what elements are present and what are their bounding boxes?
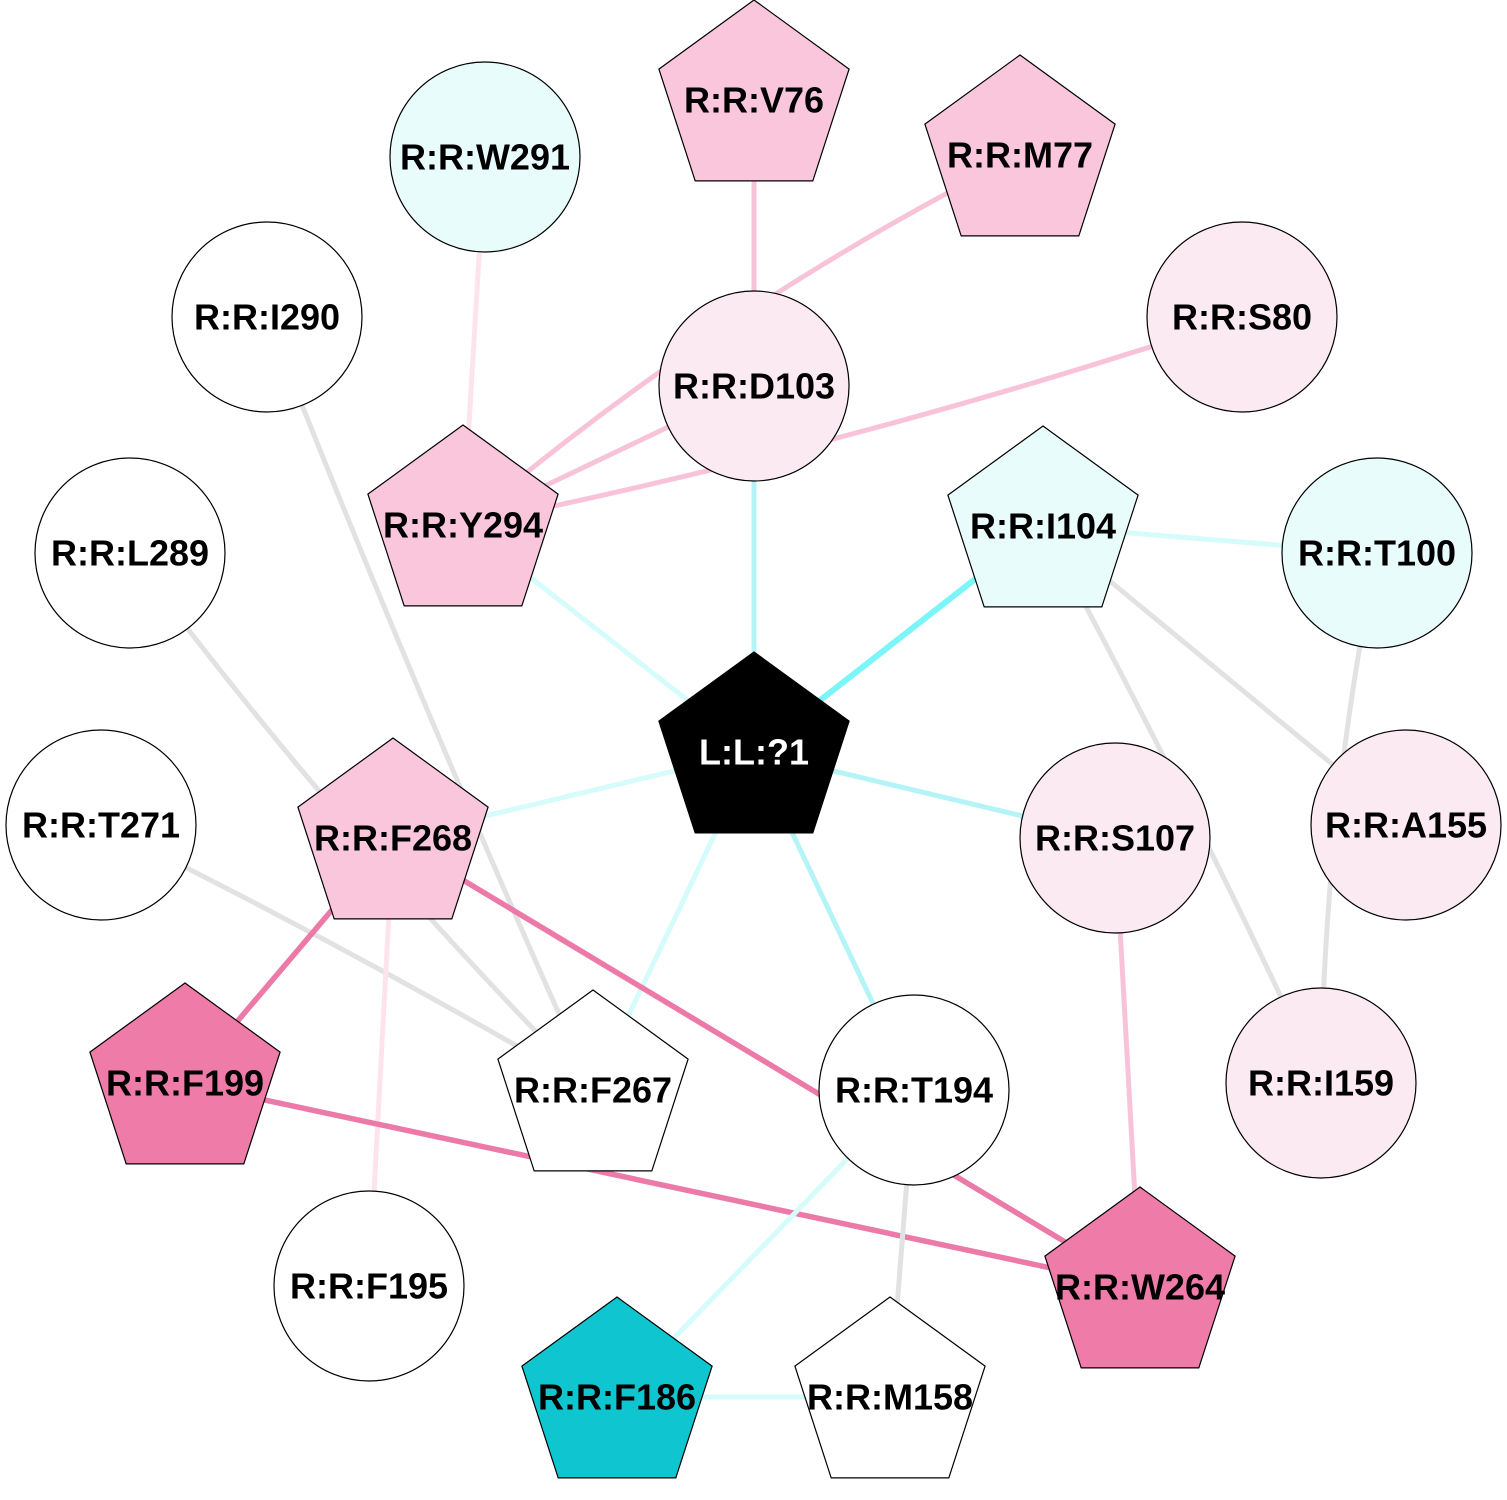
node-circle	[34, 457, 226, 649]
node-label: R:R:M158	[807, 1377, 973, 1418]
node-circle	[1019, 742, 1211, 934]
node-circle	[5, 729, 197, 921]
edge-r-r-f268-to-r-r-w264	[390, 835, 1143, 1290]
node-r-r-m77: R:R:M77	[924, 54, 1116, 237]
node-pentagon	[924, 54, 1116, 237]
node-r-r-v76: R:R:V76	[658, 0, 850, 182]
node-r-r-i290: R:R:I290	[171, 221, 363, 413]
node-circle	[1310, 729, 1502, 921]
node-r-r-w291: R:R:W291	[389, 61, 581, 253]
node-label: R:R:A155	[1325, 805, 1487, 846]
node-r-r-f268: R:R:F268	[297, 737, 489, 920]
node-label: R:R:T100	[1298, 533, 1456, 574]
node-label: R:R:F268	[314, 818, 472, 859]
node-r-r-w264: R:R:W264	[1044, 1186, 1236, 1369]
node-r-r-f199: R:R:F199	[89, 982, 281, 1165]
node-r-r-i159: R:R:I159	[1225, 987, 1417, 1179]
node-pentagon	[947, 425, 1139, 608]
node-r-r-i104: R:R:I104	[947, 425, 1139, 608]
node-label: R:R:F199	[106, 1063, 264, 1104]
node-label: R:R:F186	[538, 1377, 696, 1418]
node-label: R:R:F195	[290, 1266, 448, 1307]
node-label: R:R:I290	[194, 297, 340, 338]
node-circle	[389, 61, 581, 253]
node-r-r-t100: R:R:T100	[1281, 457, 1473, 649]
node-r-r-l289: R:R:L289	[34, 457, 226, 649]
node-pentagon	[794, 1296, 986, 1479]
node-circle	[658, 290, 850, 482]
node-label: R:R:T194	[835, 1070, 993, 1111]
node-r-r-s107: R:R:S107	[1019, 742, 1211, 934]
node-label: R:R:I104	[970, 506, 1116, 547]
node-pentagon	[297, 737, 489, 920]
node-label: R:R:W264	[1055, 1267, 1225, 1308]
nodes-layer: L:L:?1R:R:V76R:R:M77R:R:W291R:R:I290R:R:…	[5, 0, 1502, 1479]
node-pentagon	[1044, 1186, 1236, 1369]
node-label: R:R:D103	[673, 366, 835, 407]
node-pentagon	[497, 989, 689, 1172]
node-r-r-f195: R:R:F195	[273, 1190, 465, 1382]
node-circle	[171, 221, 363, 413]
node-circle	[1281, 457, 1473, 649]
node-pentagon	[521, 1296, 713, 1479]
edge-r-r-i290-to-r-r-f267	[264, 314, 596, 1093]
node-label: R:R:Y294	[383, 505, 543, 546]
node-label: R:R:T271	[22, 805, 180, 846]
node-r-r-s80: R:R:S80	[1146, 221, 1338, 413]
node-circle	[1146, 221, 1338, 413]
node-r-r-t271: R:R:T271	[5, 729, 197, 921]
node-label: L:L:?1	[699, 732, 809, 773]
node-r-r-d103: R:R:D103	[658, 290, 850, 482]
node-r-r-a155: R:R:A155	[1310, 729, 1502, 921]
node-r-r-m158: R:R:M158	[794, 1296, 986, 1479]
node-label: R:R:M77	[947, 135, 1093, 176]
node-label: R:R:L289	[51, 533, 209, 574]
node-r-r-y294: R:R:Y294	[367, 424, 559, 607]
node-pentagon	[658, 651, 850, 834]
node-label: R:R:V76	[684, 80, 824, 121]
node-label: R:R:I159	[1248, 1063, 1394, 1104]
node-label: R:R:F267	[514, 1070, 672, 1111]
node-label: R:R:S80	[1172, 297, 1312, 338]
node-circle	[818, 994, 1010, 1186]
node-r-r-t194: R:R:T194	[818, 994, 1010, 1186]
edge-r-r-s80-to-r-r-y294	[460, 314, 1245, 528]
node-circle	[273, 1190, 465, 1382]
node-r-r-f267: R:R:F267	[497, 989, 689, 1172]
node-r-r-f186: R:R:F186	[521, 1296, 713, 1479]
node-circle	[1225, 987, 1417, 1179]
node-pentagon	[367, 424, 559, 607]
node-pentagon	[658, 0, 850, 182]
node-label: R:R:W291	[400, 137, 570, 178]
node-pentagon	[89, 982, 281, 1165]
edge-r-r-f199-to-r-r-w264	[182, 1080, 1143, 1290]
node-l-l-1: L:L:?1	[658, 651, 850, 834]
node-label: R:R:S107	[1035, 818, 1195, 859]
